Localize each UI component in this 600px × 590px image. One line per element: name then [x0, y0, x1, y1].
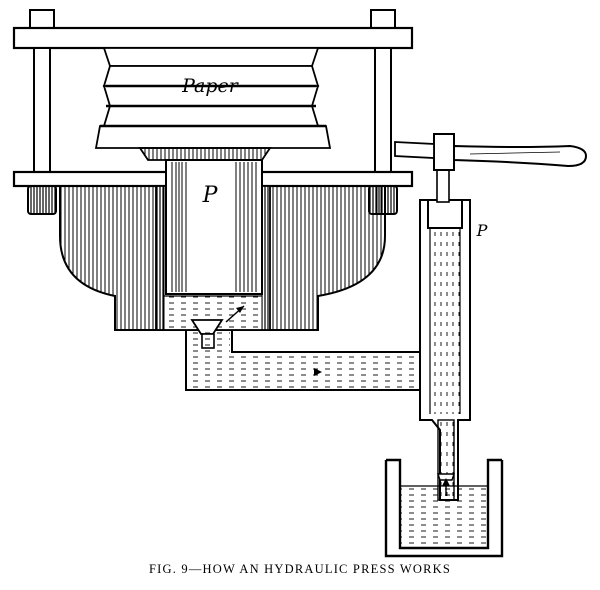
cylinder-wall-left: [155, 185, 165, 331]
pump-cylinder: [419, 199, 471, 501]
ram-check-valve: [190, 319, 224, 335]
paper-stack: [94, 47, 332, 149]
ram-head: [138, 147, 272, 161]
pump-inlet-valve: [437, 473, 455, 481]
top-platen: [12, 26, 414, 50]
ram-shading: [171, 162, 257, 292]
pipe-flow-arrow: [314, 368, 322, 376]
cylinder-wall-right: [261, 185, 271, 331]
reservoir-tank: [384, 458, 504, 558]
paper-label: Paper: [181, 75, 240, 97]
ram-label: P: [202, 183, 219, 208]
figure-caption: FIG. 9—HOW AN HYDRAULIC PRESS WORKS: [149, 562, 451, 576]
bottom-left-nut: [27, 185, 57, 215]
pump-plunger-rod: [436, 169, 450, 203]
pump-lever: [394, 133, 588, 171]
connecting-pipe: [185, 330, 421, 391]
right-tie-rod: [374, 47, 392, 173]
pump-label: P: [476, 221, 488, 240]
left-tie-rod: [33, 47, 51, 173]
pump-plunger-head: [427, 199, 463, 229]
